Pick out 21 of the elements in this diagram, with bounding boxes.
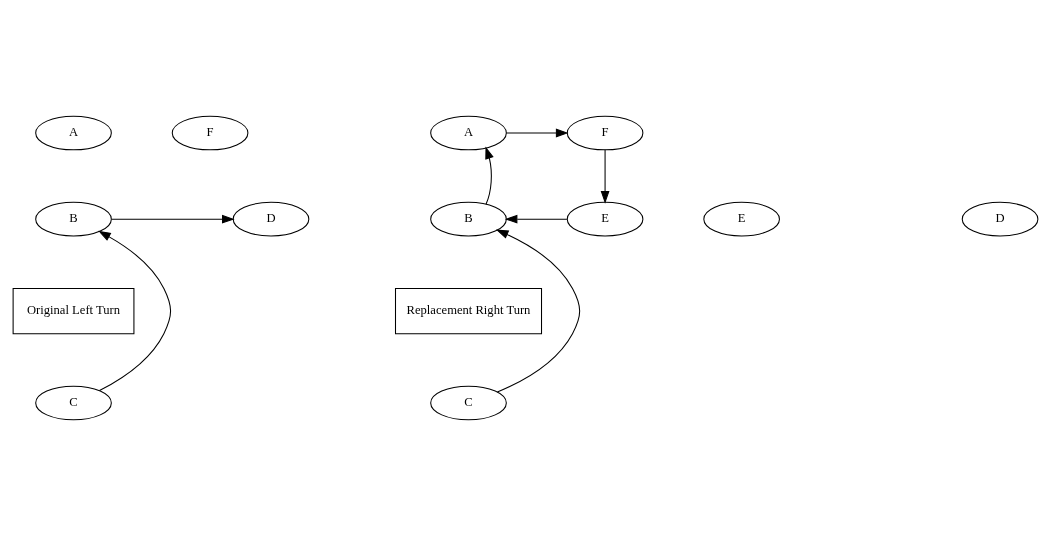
node-ellipse: C: [430, 385, 507, 420]
node-ellipse: A: [35, 115, 112, 150]
arrow: [111, 214, 235, 224]
node-ellipse: E: [566, 201, 644, 236]
node-ellipse: E: [703, 201, 780, 236]
node-box: Original Left Turn: [12, 287, 135, 334]
node-ellipse: B: [35, 201, 112, 236]
node-ellipse: D: [961, 201, 1039, 236]
node-ellipse: F: [566, 115, 644, 150]
arrow: [505, 128, 569, 137]
arrow: [98, 230, 172, 391]
node-ellipse: B: [430, 201, 507, 236]
arrow: [485, 145, 494, 205]
arrow: [504, 214, 568, 224]
node-ellipse: C: [35, 385, 112, 420]
node-box: Replacement Right Turn: [394, 287, 543, 334]
node-ellipse: D: [232, 201, 310, 236]
arrow: [600, 148, 610, 204]
node-ellipse: F: [171, 115, 249, 150]
node-ellipse: A: [430, 115, 507, 150]
arrow: [495, 229, 581, 393]
